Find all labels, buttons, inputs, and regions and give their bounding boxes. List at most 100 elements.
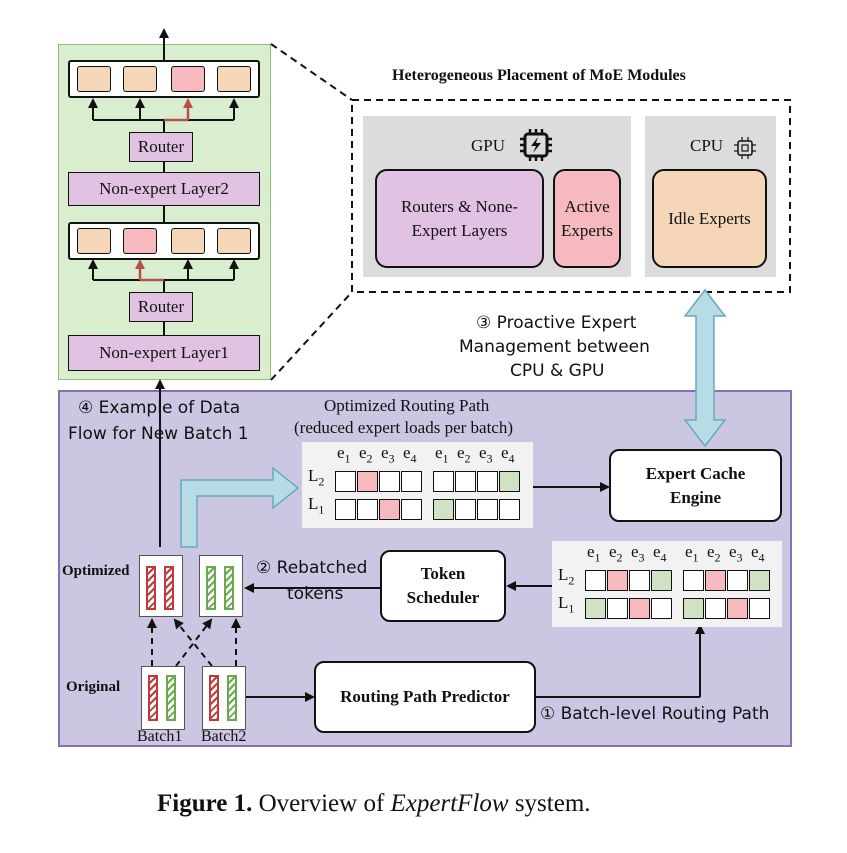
routing-cell (683, 598, 704, 619)
routing-cell (455, 499, 476, 520)
expert-box (77, 66, 111, 92)
expert-box-active (123, 228, 157, 254)
routing-path-predictor: Routing Path Predictor (314, 661, 536, 733)
router-bottom: Router (129, 292, 193, 322)
example-line1: ④ Example of Data (78, 398, 241, 418)
token-bar-green (227, 675, 237, 721)
rebatched-line2: tokens (287, 584, 344, 604)
routing-cell (727, 570, 748, 591)
routing-cell (433, 499, 454, 520)
cpu-label: CPU (690, 136, 724, 155)
routing-cell (357, 499, 378, 520)
routing-cell (379, 471, 400, 492)
active-line2: Experts (561, 220, 613, 240)
expert-column-label: e2 (359, 443, 373, 466)
expert-column-letter: e (609, 542, 617, 561)
scheduler-line1: Token (420, 564, 466, 583)
layer-row-label: L2 (308, 466, 324, 489)
expert-column-letter: e (381, 443, 389, 462)
routing-cell (727, 598, 748, 619)
non-expert-layer2: Non-expert Layer2 (68, 172, 260, 206)
expert-box (123, 66, 157, 92)
example-line2: Flow for New Batch 1 (68, 424, 249, 444)
bidirectional-arrow (683, 288, 727, 448)
layer-row-index: 2 (318, 474, 325, 489)
token-bar-red (146, 566, 156, 610)
placement-title: Heterogeneous Placement of MoE Modules (392, 67, 686, 84)
original-batch-2 (202, 666, 246, 730)
rebatched-line1: ② Rebatched (256, 558, 368, 578)
layer-row-label: L2 (558, 565, 574, 588)
token-bar-green (224, 566, 234, 610)
layer-row-letter: L (308, 494, 319, 513)
routing-cell (357, 471, 378, 492)
expert-box (171, 228, 205, 254)
batch2-label: Batch2 (201, 728, 247, 745)
expert-column-letter: e (707, 542, 715, 561)
expert-column-index: 3 (486, 451, 493, 466)
routing-cell (401, 471, 422, 492)
routing-cell (335, 471, 356, 492)
optimized-batch-2 (199, 555, 243, 617)
idle-experts-block: Idle Experts (652, 169, 767, 268)
expert-column-index: 1 (442, 451, 449, 466)
routing-cell (477, 499, 498, 520)
token-bar-red (209, 675, 219, 721)
expert-column-letter: e (337, 443, 345, 462)
routing-cell (379, 499, 400, 520)
proactive-line2: Management between (459, 337, 650, 357)
layer-row-letter: L (558, 593, 569, 612)
gpu-label: GPU (471, 136, 506, 155)
routing-cell (651, 570, 672, 591)
layer-row-index: 1 (318, 502, 325, 517)
expert-column-index: 4 (410, 451, 417, 466)
expert-column-label: e1 (435, 443, 449, 466)
routers-line2: Expert Layers (411, 220, 508, 240)
routing-cell (607, 570, 628, 591)
cache-line2: Engine (669, 487, 722, 507)
expert-column-label: e1 (337, 443, 351, 466)
expert-column-label: e2 (609, 542, 623, 565)
routing-cell (401, 499, 422, 520)
expert-box (217, 228, 251, 254)
expert-column-letter: e (653, 542, 661, 561)
optimized-path-subtitle: (reduced expert loads per batch) (294, 418, 513, 437)
routing-cell (585, 570, 606, 591)
expert-column-index: 1 (344, 451, 351, 466)
expert-column-index: 4 (660, 550, 667, 565)
expert-column-label: e2 (707, 542, 721, 565)
proactive-line1: ③ Proactive Expert (476, 313, 637, 333)
expert-column-label: e3 (479, 443, 493, 466)
expert-column-label: e4 (653, 542, 667, 565)
expert-column-index: 2 (714, 550, 721, 565)
routing-cell (749, 598, 770, 619)
expert-box-active (171, 66, 205, 92)
optimized-label: Optimized (62, 563, 130, 579)
gpu-chip-icon (520, 129, 552, 161)
expert-column-letter: e (751, 542, 759, 561)
expert-column-label: e4 (403, 443, 417, 466)
caption-suffix: system. (508, 790, 591, 817)
router-top: Router (129, 132, 193, 162)
expert-column-letter: e (631, 542, 639, 561)
caption-system-name: ExpertFlow (390, 790, 509, 817)
expert-box (217, 66, 251, 92)
routing-cell (749, 570, 770, 591)
expert-column-letter: e (587, 542, 595, 561)
expert-column-label: e2 (457, 443, 471, 466)
expert-row-bottom (68, 222, 260, 260)
expert-column-index: 4 (758, 550, 765, 565)
routing-cell (705, 570, 726, 591)
layer-row-index: 1 (568, 601, 575, 616)
routing-cell (499, 499, 520, 520)
optimized-path-title: Optimized Routing Path (324, 396, 490, 415)
scheduler-line2: Scheduler (406, 588, 480, 607)
optimized-batch-1 (139, 555, 183, 617)
layer-row-letter: L (558, 565, 569, 584)
token-bar-green (166, 675, 176, 721)
layer-row-index: 2 (568, 573, 575, 588)
non-expert-layer1: Non-expert Layer1 (68, 335, 260, 371)
expert-column-label: e3 (381, 443, 395, 466)
